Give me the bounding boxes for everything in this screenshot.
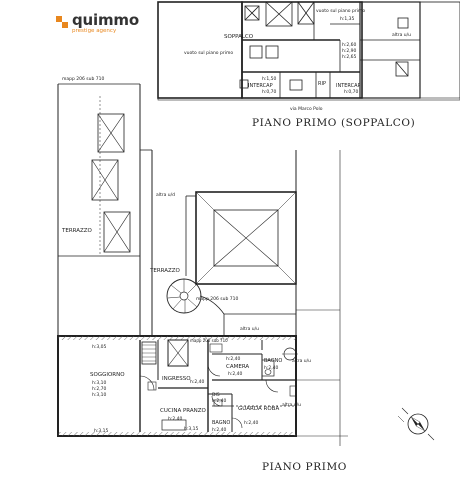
label-guardaroba: GUARDA ROBA [238,406,279,412]
label-mapp-top: mapp 206 sub 710 [62,76,105,82]
label-h240b: h:2,40 [226,356,241,362]
label-altra-ud-bottom: altra u/u [282,402,301,408]
label-h240d: h:2,40 [264,365,279,371]
label-street: via Marco Polo [290,106,323,112]
label-h070b: h:0,70 [344,89,359,95]
label-h310: h:3,10 [92,380,107,386]
title-mezzanine: PIANO PRIMO (SOPPALCO) [252,117,415,129]
label-h240c: h:2,40 [228,371,243,377]
label-h240g: h:2,40 [212,427,227,433]
label-bagno1: BAGNO [264,358,282,364]
title-first-floor: PIANO PRIMO [262,461,347,473]
label-soggiorno: SOGGIORNO [90,372,125,378]
label-h240f: h:2,40 [212,398,227,404]
label-h135: h:1,35 [340,16,355,22]
label-cucina: CUCINA PRANZO [160,408,207,414]
label-intercap-right: INTERCAP [336,83,361,89]
label-void-left: vuoto sul piano primo [184,50,233,56]
label-rip: RIP [318,81,326,87]
first-floor-plan [57,83,348,446]
north-arrow-icon [397,407,435,441]
logo-mark-icon [56,16,68,28]
label-h070a: h:0,70 [262,89,277,95]
brand-logo: quimmo prestige agency [56,11,156,38]
label-h150: h:1,50 [262,76,277,82]
label-disimp: DIS [212,392,220,398]
label-h260: h:2,60 [342,42,357,48]
brand-tagline: prestige agency [72,28,117,34]
mezzanine-plan [157,1,460,101]
label-altra-ud-mid: altra u/d [156,192,175,198]
label-h315: h:3,15 [184,426,199,432]
label-h270: h:2,70 [92,386,107,392]
label-h240e: h:2,40 [168,416,183,422]
label-h315b: h:3,15 [94,428,109,434]
brand-name: quimmo [72,11,139,29]
label-h240a: h:2,40 [190,379,205,385]
label-altra-ud-right: altra u/u [292,358,311,364]
label-mapp-mid: mapp 206 sub 710 [196,296,239,302]
label-h310b: h:3,10 [92,392,107,398]
label-void-top: vuoto sul piano primo [316,8,365,14]
label-mapp-small: mapp 206 sub 710 [190,338,228,343]
label-soppalco: SOPPALCO [224,34,254,40]
label-bagno2: BAGNO [212,420,230,426]
label-h240h: h:2,40 [244,420,259,426]
label-altra-ud-mezz: altra u/u [392,32,411,38]
label-terrazzo-mid: TERRAZZO [149,268,181,274]
label-camera: CAMERA [226,364,249,370]
label-ingresso: INGRESSO [162,376,191,382]
label-h290: h:2,90 [342,48,357,54]
label-h265: h:2,65 [342,54,357,60]
label-intercap-left: INTERCAP [248,83,273,89]
label-terrazzo-left: TERRAZZO [61,228,93,234]
label-altra-ud-lower: altra u/u [240,326,259,332]
label-h305: h:3,05 [92,344,107,350]
